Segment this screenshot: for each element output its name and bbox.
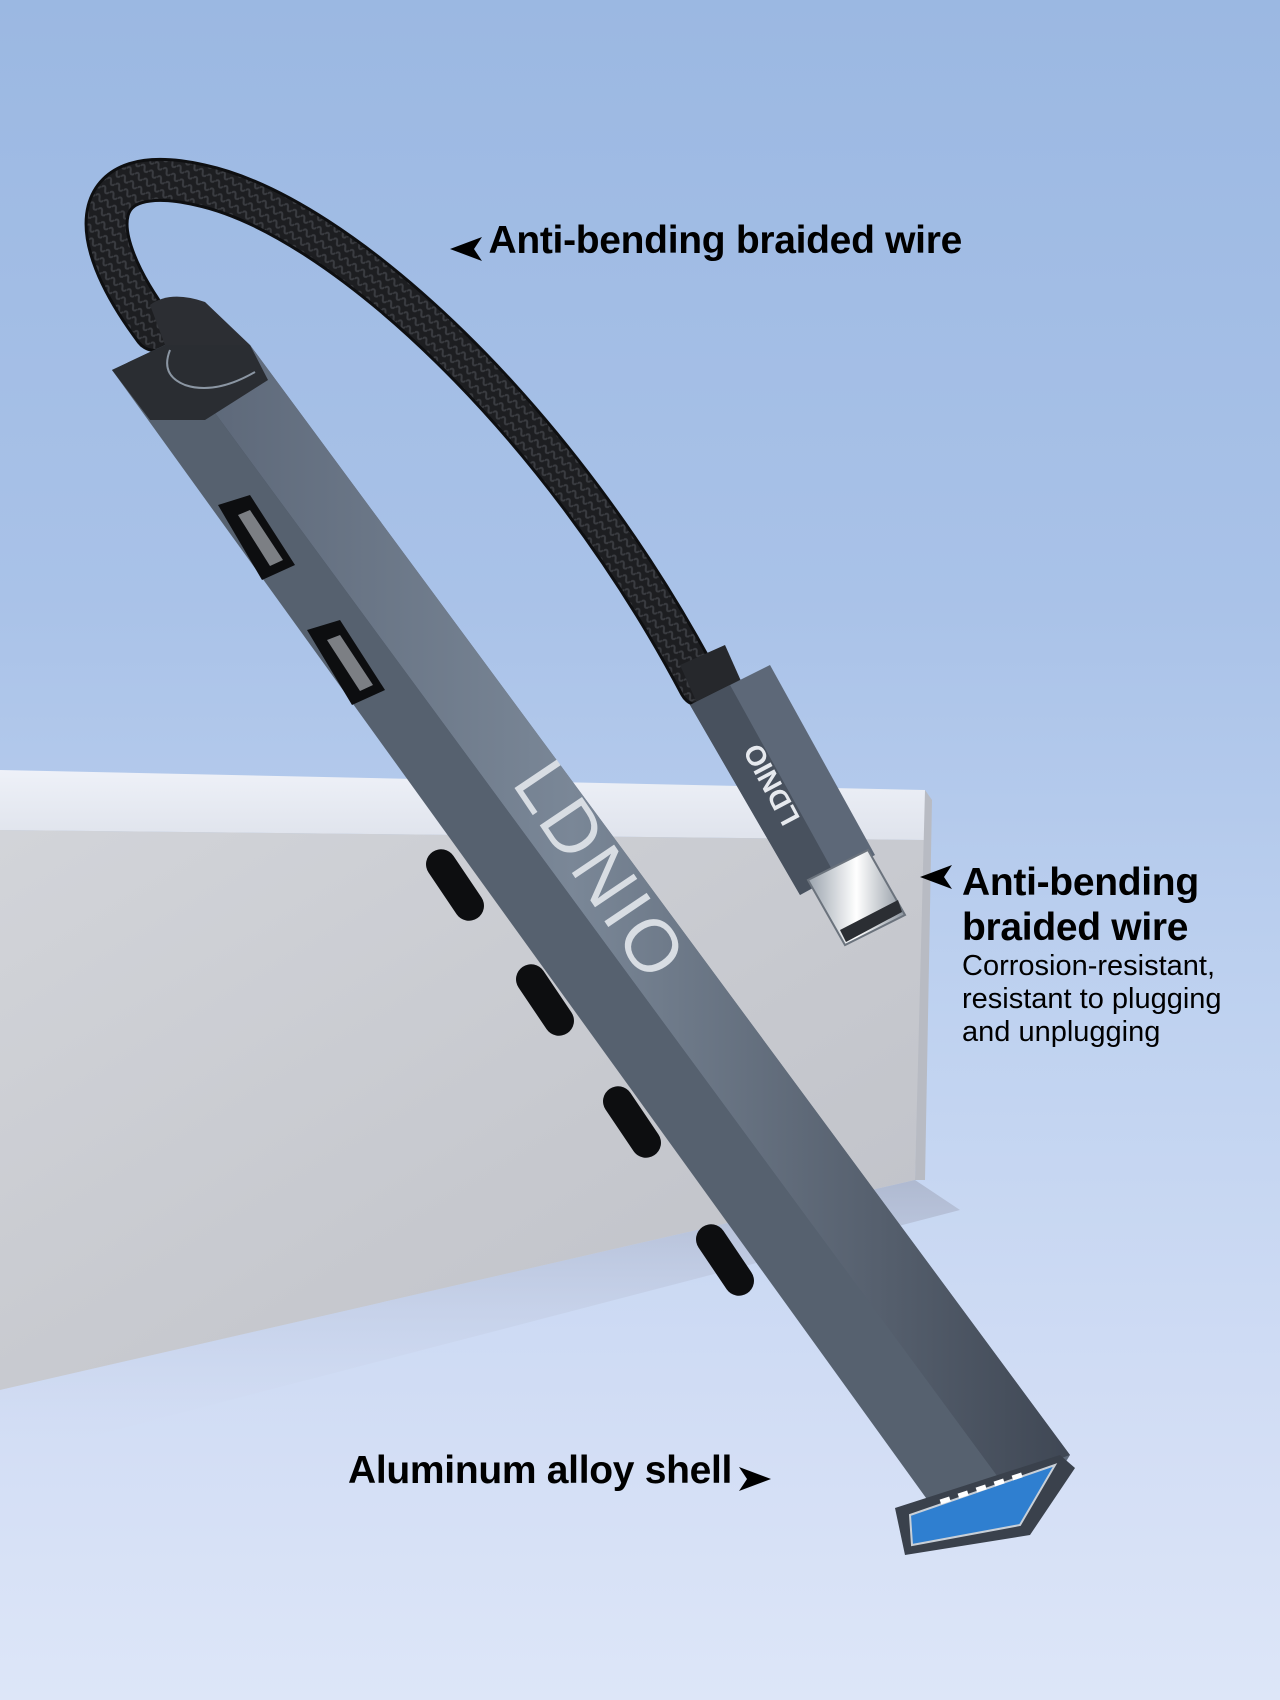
right-arrow-icon: [737, 1464, 773, 1494]
callout-bottom: Aluminum alloy shell: [348, 1448, 773, 1494]
usb-c-port: [696, 1224, 754, 1296]
callout-right-desc-line2: resistant to plugging: [962, 983, 1222, 1015]
hub-body: LDNIO: [112, 296, 1075, 1555]
left-arrow-icon: [918, 862, 954, 892]
callout-right-desc-line1: Corrosion-resistant,: [962, 950, 1216, 982]
callout-top-title: Anti-bending braided wire: [488, 219, 962, 262]
usb-c-connector: LDNIO: [680, 645, 907, 947]
callout-right-title-line1: Anti-bending: [962, 861, 1199, 904]
usb-c-port: [426, 849, 484, 921]
braided-cable: [84, 158, 722, 707]
callout-right-desc-line3: and unplugging: [962, 1016, 1161, 1048]
left-arrow-icon: [448, 234, 484, 264]
usb-c-port: [516, 964, 574, 1036]
callout-right-title-line2: braided wire: [962, 906, 1189, 949]
usb3-end-port: [895, 1455, 1075, 1555]
callout-right: Anti-bending braided wire Corrosion-resi…: [918, 860, 1278, 1049]
callout-bottom-title: Aluminum alloy shell: [348, 1449, 733, 1492]
callout-top: Anti-bending braided wire: [448, 218, 962, 264]
usb-a-port: [307, 620, 385, 705]
usb-c-port: [603, 1086, 661, 1158]
usb-a-port: [218, 495, 295, 580]
